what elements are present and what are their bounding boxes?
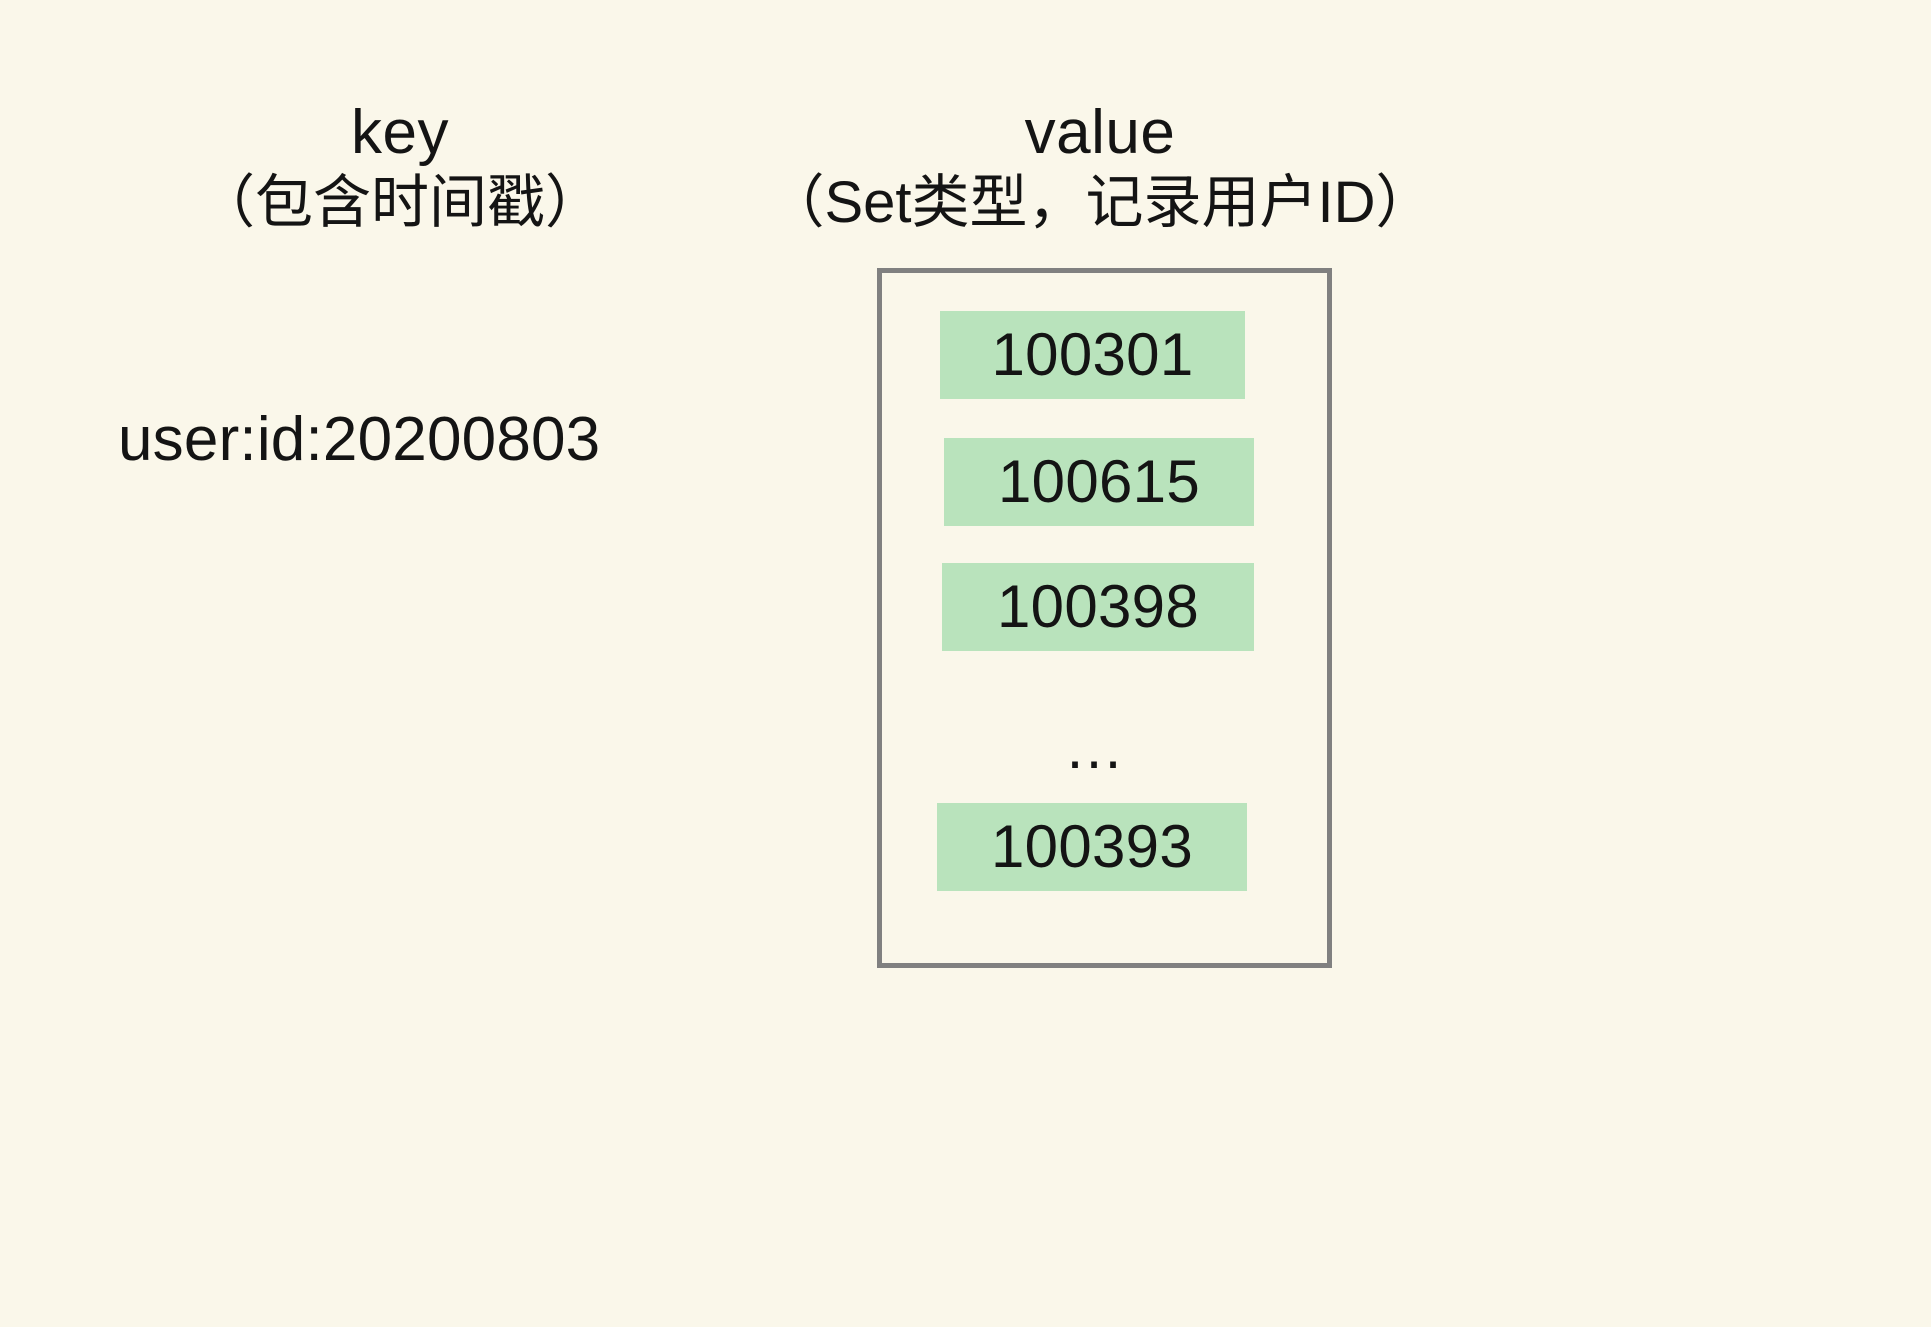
set-item: 100393 [937, 803, 1247, 891]
value-column-title: value [1024, 98, 1176, 167]
key-column-subtitle: （包含时间戳） [196, 170, 603, 236]
set-item: 100301 [940, 311, 1245, 399]
set-item-ellipsis: … [1064, 714, 1130, 781]
value-set-item-list: 100301 100615 100398 … 100393 [882, 273, 1327, 963]
value-column-subtitle: （Set类型，记录用户ID） [766, 170, 1434, 236]
key-column-title: key [351, 98, 449, 167]
set-item: 100398 [942, 563, 1254, 651]
value-set-container: 100301 100615 100398 … 100393 [877, 268, 1332, 968]
set-item: 100615 [944, 438, 1254, 526]
key-column-header: key （包含时间戳） [120, 96, 680, 238]
key-string: user:id:20200803 [118, 405, 601, 474]
value-column-header: value （Set类型，记录用户ID） [700, 96, 1500, 238]
